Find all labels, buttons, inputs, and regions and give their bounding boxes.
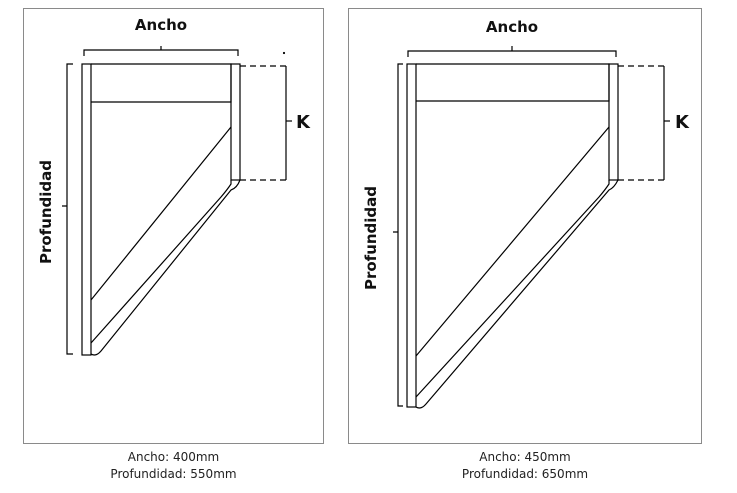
width-brace-right [407, 46, 617, 57]
caption-right-depth: Profundidad: 650mm [461, 467, 589, 481]
diagram-right [393, 46, 670, 409]
depth-brace-left [62, 63, 73, 355]
diagram-panel-right [348, 8, 702, 444]
caption-right: Ancho: 450mm Profundidad: 650mm [348, 449, 702, 483]
k-label-left: K [296, 112, 311, 133]
k-dashes-right [618, 65, 664, 181]
caption-left-depth: Profundidad: 550mm [110, 467, 237, 481]
left-rail-left [81, 63, 92, 356]
diagonal-rail-inner-right [415, 180, 610, 398]
diagonal-front-right [415, 126, 610, 357]
diagonal-rail-outer-left [90, 179, 241, 356]
right-rail-right [608, 63, 619, 181]
diagonal-rail-inner-left [90, 180, 232, 344]
diagonal-rail-outer-right [415, 179, 619, 409]
right-rail-left [230, 63, 241, 181]
depth-label-left: Profundidad [37, 160, 55, 264]
width-label-left: Ancho [135, 16, 187, 34]
k-dashes-left [240, 65, 286, 181]
depth-label-right: Profundidad [362, 186, 380, 290]
depth-brace-right [393, 63, 403, 407]
diagonal-front-left [90, 126, 232, 301]
diagram-panel-left [23, 8, 324, 444]
diagram-left [62, 46, 292, 356]
caption-left-width: Ancho: 400mm [127, 450, 220, 464]
k-label-right: K [675, 112, 690, 133]
caption-right-width: Ancho: 450mm [479, 450, 571, 464]
stray-dot-left [282, 51, 286, 55]
width-brace-left [83, 46, 239, 56]
width-label-right: Ancho [486, 18, 538, 36]
left-rail-right [406, 63, 417, 408]
caption-left: Ancho: 400mm Profundidad: 550mm [23, 449, 324, 483]
top-panel-left [91, 63, 232, 103]
